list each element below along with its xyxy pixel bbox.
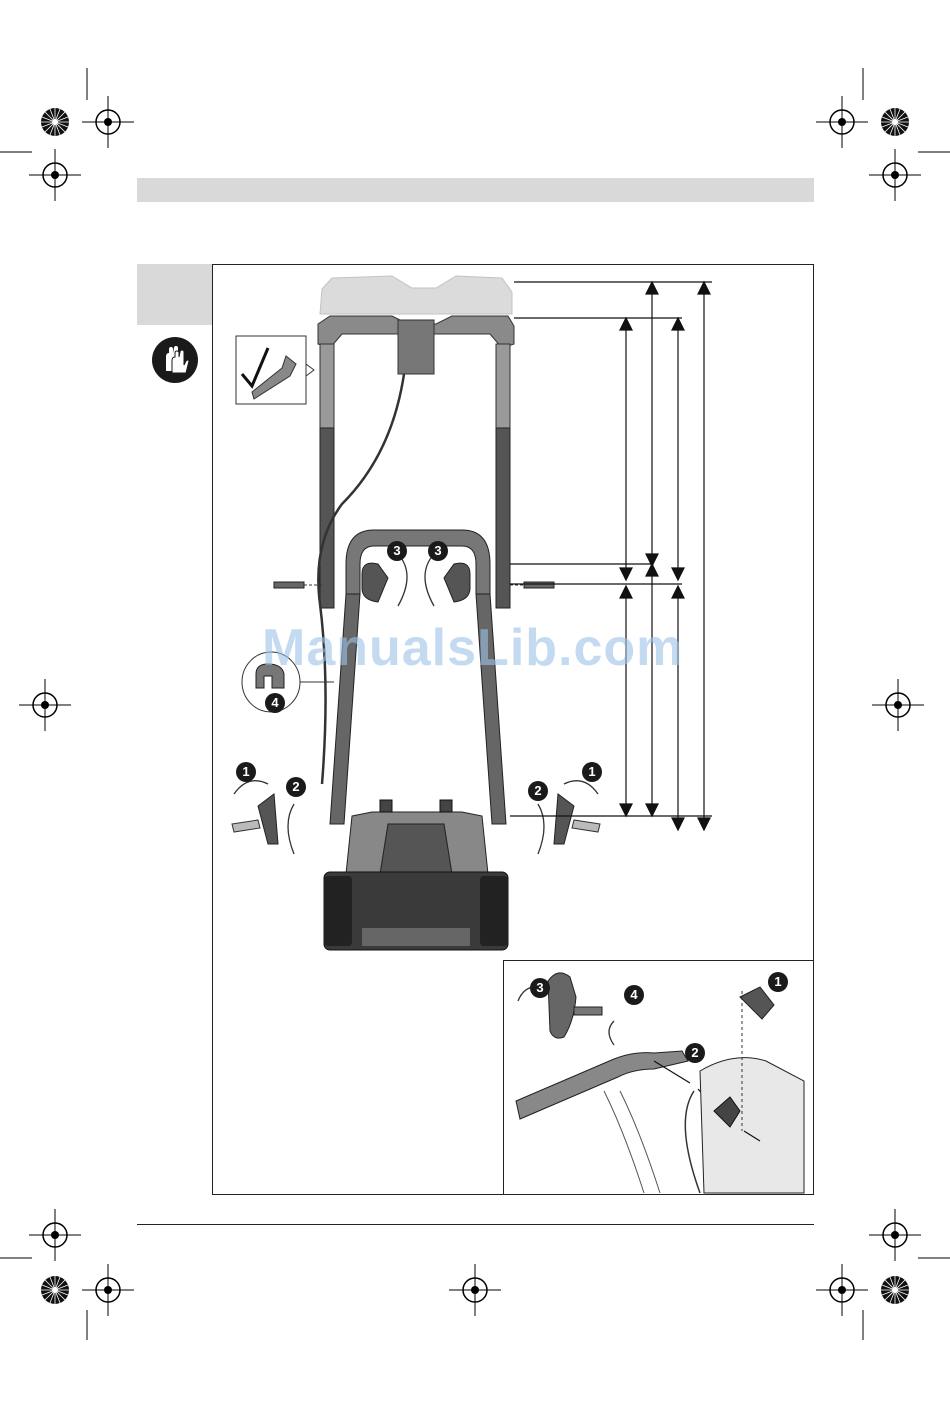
registration-mark-icon [19, 679, 71, 731]
mower-handle-assembly-illustration [212, 264, 814, 960]
registration-mark-icon [82, 1264, 134, 1316]
registration-mark-icon [872, 679, 924, 731]
registration-mark-icon [881, 108, 909, 136]
callout-3-left: 3 [387, 541, 407, 561]
callout-4: 4 [265, 693, 285, 713]
knob-assembly-detail [504, 961, 815, 1196]
figure-tab [137, 264, 213, 325]
header-band [137, 178, 814, 202]
callout-2-left: 2 [286, 777, 306, 797]
inset-detail [503, 960, 814, 1195]
lower-knob-left [232, 781, 294, 854]
registration-mark-icon [881, 1276, 909, 1304]
callout-1-right: 1 [582, 762, 602, 782]
watermark-text: ManualsLib.com [262, 618, 702, 678]
registration-mark-icon [82, 96, 134, 148]
inset-callout-2: 2 [685, 1043, 705, 1063]
upper-handle-ghost [320, 276, 512, 314]
registration-mark-icon [41, 108, 69, 136]
bolt-left [274, 582, 322, 588]
bolt-right [510, 582, 554, 588]
checkmark-detail-box [236, 336, 314, 404]
callout-2-right: 2 [528, 781, 548, 801]
registration-mark-icon [41, 1276, 69, 1304]
inset-callout-1: 1 [768, 972, 788, 992]
registration-mark-icon [816, 1264, 868, 1316]
registration-mark-icon [29, 1209, 81, 1261]
registration-mark-icon [449, 1264, 501, 1316]
footer-rule [137, 1224, 814, 1225]
mower-body [324, 800, 508, 950]
registration-mark-icon [816, 96, 868, 148]
registration-mark-icon [869, 1209, 921, 1261]
gloves-icon [152, 337, 198, 383]
upper-knob-right [425, 554, 470, 606]
inset-callout-3: 3 [530, 978, 550, 998]
upper-knob-left [362, 554, 407, 606]
dimension-lines [510, 282, 712, 830]
registration-mark-icon [29, 149, 81, 201]
callout-1-left: 1 [236, 762, 256, 782]
callout-3-right: 3 [428, 541, 448, 561]
inset-callout-4: 4 [624, 985, 644, 1005]
registration-mark-icon [869, 149, 921, 201]
